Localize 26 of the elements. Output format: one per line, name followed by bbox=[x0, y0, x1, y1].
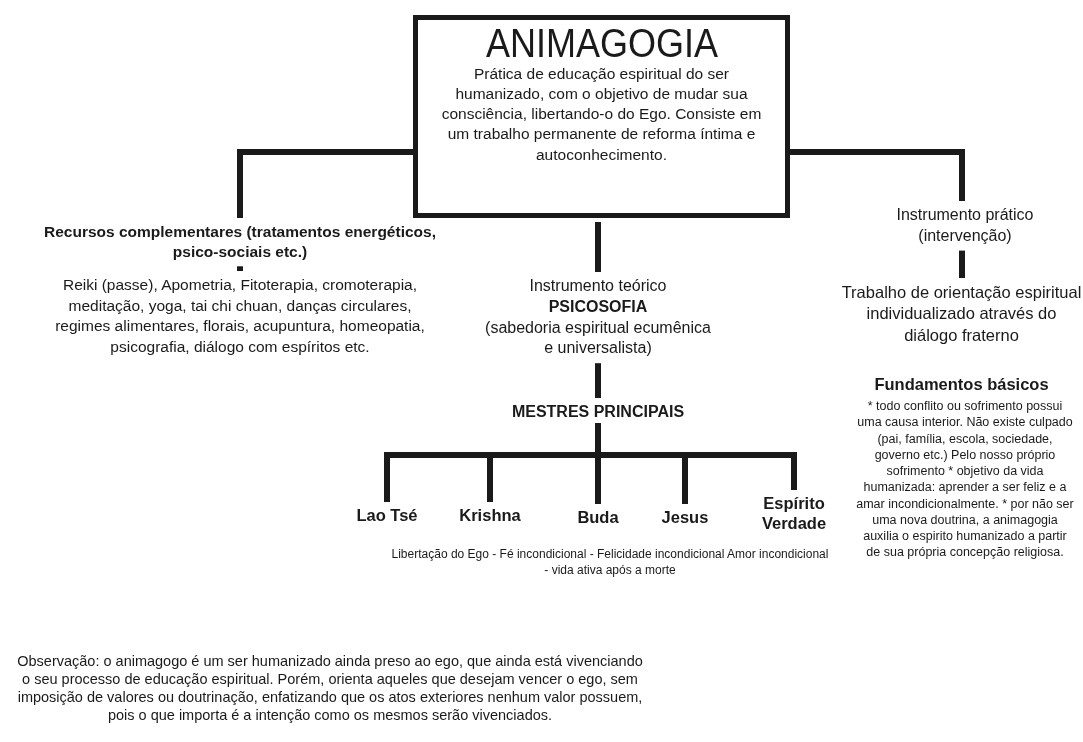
master-name: Espírito Verdade bbox=[760, 494, 828, 534]
category-heading: Recursos complementares (tratamentos energéticos, psico-sociais etc.) bbox=[43, 222, 437, 263]
observation-note: Observação: o animagogo é um ser humanizado ainda preso ao ego, que ainda está vivenciando o seu processo de educação espiritual. Porém, orienta aqueles que desejam vencer o ego, sem imposição de valores ou doutrinação, enfatizando que os atos exteriores nenhum valor possuem, pois o que importa é a intenção como os mesmos serão vivenciados. bbox=[16, 652, 644, 725]
connector-line bbox=[595, 363, 601, 398]
category-heading: Instrumento teórico bbox=[528, 276, 668, 296]
connector-line bbox=[790, 149, 965, 201]
category-heading: Instrumento prático (intervenção) bbox=[895, 205, 1035, 246]
group-heading: MESTRES PRINCIPAIS bbox=[510, 402, 686, 422]
master-name: Buda bbox=[576, 508, 620, 528]
connector-line bbox=[237, 266, 243, 271]
section-heading: Fundamentos básicos bbox=[873, 374, 1050, 395]
master-name: Lao Tsé bbox=[355, 506, 419, 526]
category-description: (sabedoria espiritual ecumênica e universalista) bbox=[484, 317, 712, 359]
master-name: Jesus bbox=[660, 508, 710, 528]
definition-box bbox=[413, 15, 790, 218]
connector-line bbox=[959, 250, 965, 278]
connector-line bbox=[237, 149, 413, 218]
practice-description: Trabalho de orientação espiritual individualizado através do diálogo fraterno bbox=[840, 282, 1083, 346]
principles-list: * todo conflito ou sofrimento possui uma causa interior. Não existe culpado (pai, família, escola, sociedade, governo etc.) Pelo nosso próprio sofrimento * objetivo da vida humanizada: aprender a ser feliz e a amar incondicionalmente. * por não ser uma nova doutrina, a animagogia auxilia o espirito humanizado a partir de sua própria concepção religiosa. bbox=[855, 398, 1075, 561]
description-text: Prática de educação espiritual do ser humanizado, com o objetivo de mudar sua consciência, libertando-o do Ego. Consiste em um trabalho permanente de reforma íntima e autoconhecimento. bbox=[440, 64, 763, 165]
connector-line bbox=[595, 222, 601, 272]
title-text: ANIMAGOGIA bbox=[485, 22, 718, 64]
resource-list-text: Reiki (passe), Apometria, Fitoterapia, cromoterapia, meditação, yoga, tai chi chuan, danças circulares, regimes alimentares, florais, acupuntura, homeopatia, psicografia, diálogo com espíritos etc. bbox=[54, 275, 426, 357]
category-title: PSICOSOFIA bbox=[547, 296, 649, 317]
master-name: Krishna bbox=[458, 506, 522, 526]
principles-note: Libertação do Ego - Fé incondicional - Felicidade incondicional Amor incondicional - vida ativa após a morte bbox=[390, 547, 830, 579]
